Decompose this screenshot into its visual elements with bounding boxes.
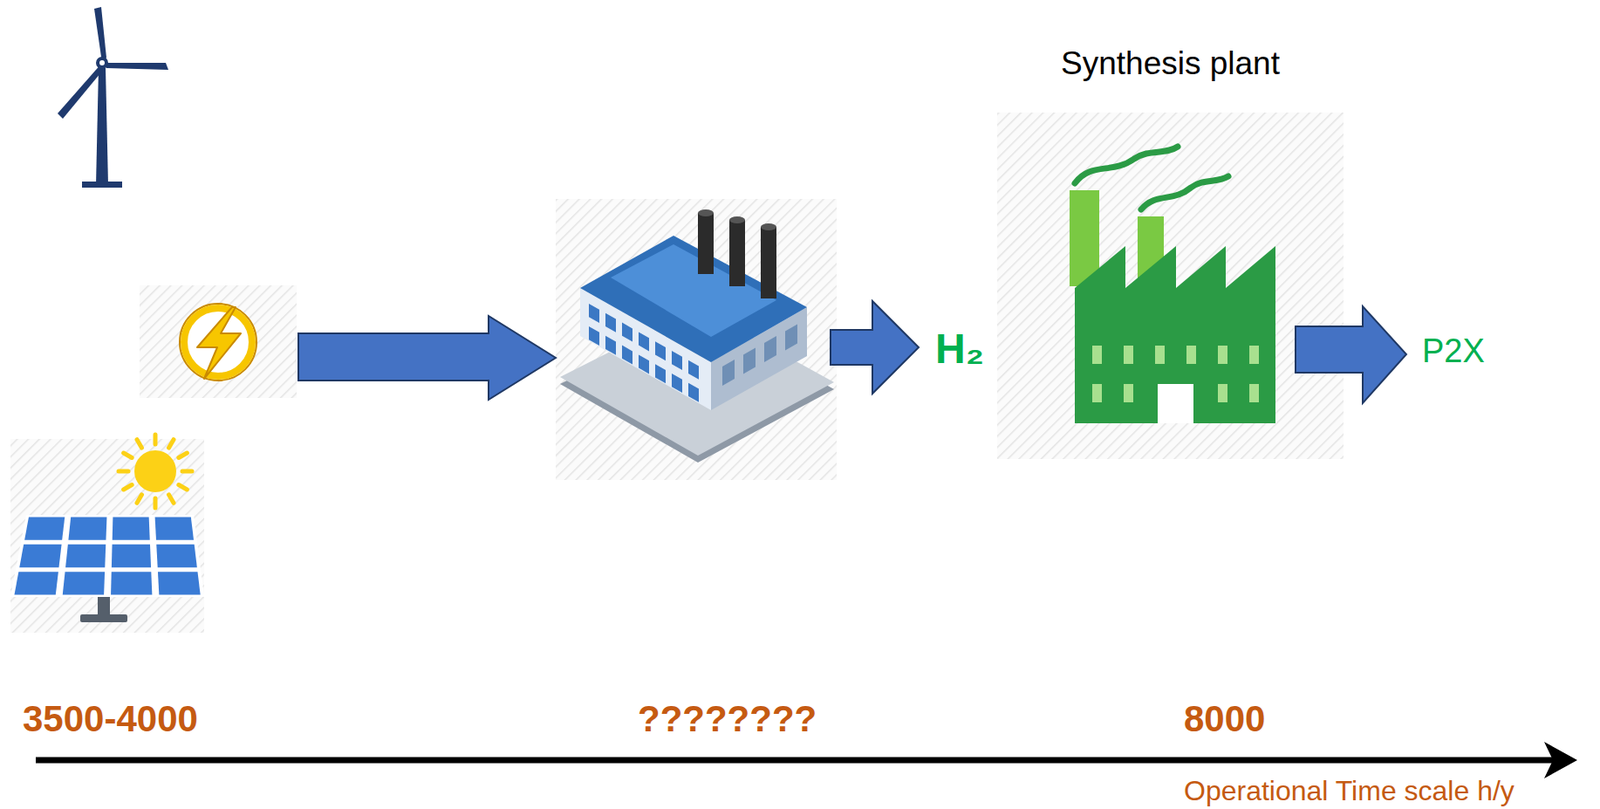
sun-ray — [153, 434, 158, 445]
panel-cell — [19, 544, 62, 568]
window — [605, 313, 616, 333]
sun-ray — [118, 469, 129, 474]
window — [638, 331, 650, 351]
electricity-icon — [179, 303, 257, 381]
panel-cell — [157, 571, 201, 595]
panel-cell — [111, 544, 151, 568]
window — [1155, 345, 1165, 364]
panel-cell — [110, 571, 152, 595]
panel-cell — [62, 571, 105, 595]
sun-ray — [169, 439, 175, 449]
window — [1249, 345, 1259, 364]
window — [785, 324, 798, 351]
window — [1092, 383, 1102, 403]
window — [622, 345, 633, 365]
window — [622, 322, 633, 342]
flow-arrow — [298, 300, 1407, 404]
window — [743, 348, 756, 375]
product-label: H₂ — [935, 324, 985, 373]
panel-cell — [156, 544, 198, 568]
window — [588, 326, 600, 346]
window — [688, 382, 699, 403]
axis-title: Operational Time scale h/y — [1183, 774, 1515, 807]
window — [1249, 383, 1259, 403]
window — [1217, 345, 1228, 364]
sun-ray — [123, 452, 133, 459]
time-axis — [35, 741, 1578, 779]
window — [671, 373, 683, 393]
window — [638, 354, 650, 374]
panel-cell — [24, 517, 65, 541]
icon-ground — [997, 112, 1344, 459]
window — [1123, 383, 1134, 403]
window — [655, 363, 666, 383]
sun-ray — [182, 469, 192, 474]
window — [588, 303, 600, 323]
synthesis-plant-icon — [1069, 146, 1276, 424]
window — [688, 360, 699, 380]
sun-ray — [136, 494, 143, 504]
window — [1186, 345, 1197, 364]
panel-cell — [65, 544, 106, 568]
icon-ground — [139, 285, 297, 398]
panel-cell — [13, 571, 58, 595]
electrolysis-plant — [560, 209, 835, 463]
wind-turbine — [57, 6, 169, 188]
window — [671, 350, 683, 370]
plant-node: Synthesis plant — [990, 45, 1351, 459]
sun-ray — [136, 439, 143, 449]
panel-cell — [112, 517, 151, 541]
window — [1217, 383, 1228, 403]
window — [1123, 345, 1134, 364]
window — [722, 359, 735, 386]
icon-ground — [10, 438, 205, 633]
sun-ray — [123, 485, 133, 491]
window — [655, 341, 666, 361]
window — [764, 335, 777, 363]
hours-value: 3500-4000 — [22, 697, 199, 740]
product-label: P2X — [1422, 332, 1485, 371]
panel-cell — [155, 517, 194, 541]
hours-value: ???????? — [637, 697, 817, 740]
sun-ray — [178, 485, 188, 491]
node-heading: Synthesis plant — [990, 45, 1351, 83]
panel-cell — [68, 517, 107, 541]
sun-ray — [153, 498, 158, 508]
sun-ray — [169, 494, 175, 504]
icon-ground — [555, 198, 837, 480]
sun-ray — [178, 452, 188, 459]
chimneys — [697, 209, 777, 299]
window — [1092, 345, 1102, 364]
hours-value: 8000 — [1183, 697, 1265, 740]
window — [605, 335, 616, 356]
solar-panel — [10, 434, 205, 623]
